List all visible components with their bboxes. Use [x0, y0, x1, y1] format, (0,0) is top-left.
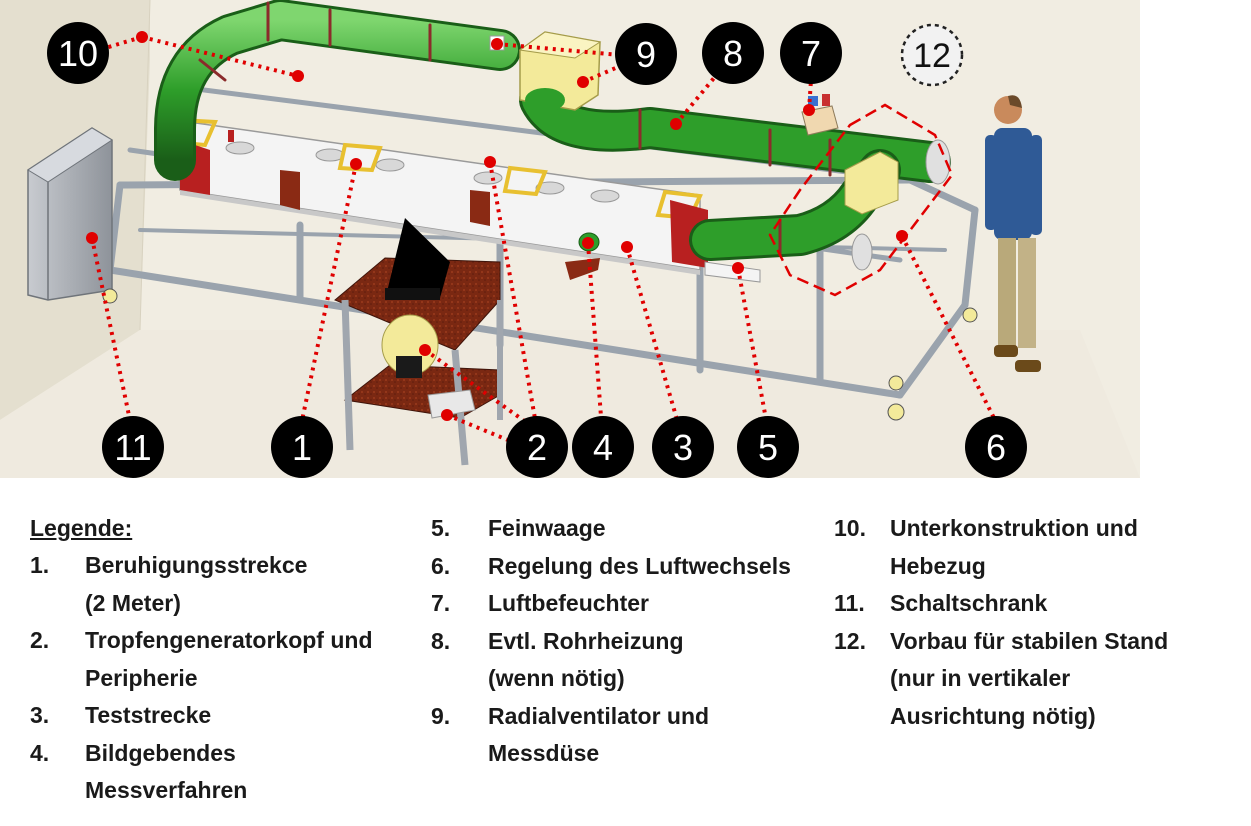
svg-text:2: 2: [527, 427, 547, 468]
front-extension-outline: [768, 103, 954, 297]
marker-8: 8: [702, 22, 764, 84]
test-section-duct: [169, 117, 708, 275]
person-figure: [985, 95, 1042, 372]
legend-item-text: Hebezug: [890, 552, 986, 579]
legend-item-text: Unterkonstruktion und: [890, 515, 1138, 541]
legend-item-text: Feinwaage: [488, 515, 606, 541]
legend-item-number: 3.: [30, 702, 50, 728]
legend-column-3: 10. Unterkonstruktion und Hebezug 11. Sc…: [834, 510, 1168, 735]
legend-item-text: Schaltschrank: [890, 590, 1048, 616]
marker-12: 12: [900, 23, 964, 87]
legend-item-3: 3. Teststrecke: [30, 697, 373, 735]
marker-9: 9: [615, 23, 677, 85]
legend-item-number: 5.: [431, 515, 451, 541]
marker-5: 5: [737, 416, 799, 478]
legend-item-number: 8.: [431, 627, 451, 654]
svg-text:5: 5: [758, 427, 778, 468]
marker-10: 10: [47, 22, 109, 84]
legend-item-number: 1.: [30, 552, 50, 578]
legend-item-text: Evtl. Rohrheizung: [488, 627, 684, 654]
legend-item-number: 2.: [30, 627, 50, 653]
svg-text:8: 8: [723, 33, 743, 74]
svg-text:10: 10: [58, 33, 98, 74]
legend-item-text: Peripherie: [85, 664, 198, 691]
casters: [102, 288, 978, 421]
legend-column-2: 5. Feinwaage 6. Regelung des Luftwechsel…: [431, 510, 791, 773]
legend-item-8: 8. Evtl. Rohrheizung (wenn nötig): [431, 623, 791, 698]
svg-text:7: 7: [801, 33, 821, 74]
legend-item-2: 2. Tropfengeneratorkopf und Peripherie: [30, 622, 373, 697]
legend-item-7: 7. Luftbefeuchter: [431, 585, 791, 623]
legend-item-text: Luftbefeuchter: [488, 590, 649, 616]
control-box-yellow: [844, 151, 899, 215]
svg-text:3: 3: [673, 427, 693, 468]
legend-item-11: 11. Schaltschrank: [834, 585, 1168, 623]
legend-item-number: 6.: [431, 552, 451, 579]
legend-item-10: 10. Unterkonstruktion und Hebezug: [834, 510, 1168, 585]
svg-text:6: 6: [986, 427, 1006, 468]
legend-item-text: Radialventilator und: [488, 702, 710, 729]
svg-text:12: 12: [913, 37, 951, 75]
legend-item-number: 4.: [30, 739, 50, 766]
legend-item-6: 6. Regelung des Luftwechsels: [431, 548, 791, 586]
legend-column-1: 1. Beruhigungsstrekce (2 Meter) 2. Tropf…: [30, 547, 373, 810]
svg-text:4: 4: [593, 427, 613, 468]
legend-item-text: (nur in vertikaler: [890, 665, 1071, 691]
legend-item-text: Messverfahren: [85, 777, 248, 803]
legend-item-1: 1. Beruhigungsstrekce (2 Meter): [30, 547, 373, 622]
legend-item-text: (wenn nötig): [488, 665, 625, 691]
legend-item-number: 10.: [834, 515, 866, 541]
marker-4: 4: [572, 416, 634, 478]
marker-6: 6: [965, 416, 1027, 478]
marker-11: 11: [102, 416, 164, 478]
test-rig-3d-scene: 10 9 8 7 12 11 1 2 4 3 5 6: [0, 0, 1140, 478]
legend-item-4: 4. Bildgebendes Messverfahren: [30, 735, 373, 810]
drop-generator-table: [334, 218, 503, 466]
legend-item-text: Regelung des Luftwechsels: [488, 552, 791, 579]
marker-7: 7: [780, 22, 842, 84]
legend-item-text: Bildgebendes: [85, 739, 236, 766]
legend-item-number: 9.: [431, 702, 451, 729]
legend-item-text: Tropfengeneratorkopf und: [85, 627, 373, 653]
legend-item-number: 11.: [834, 590, 865, 616]
legend-item-text: (2 Meter): [85, 589, 181, 616]
legend-item-text: Beruhigungsstrekce: [85, 552, 308, 578]
legend-item-9: 9. Radialventilator und Messdüse: [431, 698, 791, 773]
legend-item-text: Vorbau für stabilen Stand: [890, 627, 1169, 654]
svg-text:9: 9: [636, 34, 656, 75]
svg-text:11: 11: [114, 427, 151, 468]
leader-dots: [86, 31, 908, 421]
legend-item-text: Messdüse: [488, 740, 600, 766]
legend-item-12: 12. Vorbau für stabilen Stand (nur in ve…: [834, 623, 1168, 736]
legend-item-number: 7.: [431, 590, 451, 616]
legend-item-5: 5. Feinwaage: [431, 510, 791, 548]
legend-item-text: Teststrecke: [85, 702, 212, 728]
marker-3: 3: [652, 416, 714, 478]
legend-item-text: Ausrichtung nötig): [890, 702, 1096, 729]
svg-text:1: 1: [292, 427, 312, 468]
marker-1: 1: [271, 416, 333, 478]
legend-title: Legende:: [30, 515, 133, 541]
radial-fan: [489, 31, 602, 112]
marker-2: 2: [506, 416, 568, 478]
legend-item-number: 12.: [834, 627, 866, 654]
